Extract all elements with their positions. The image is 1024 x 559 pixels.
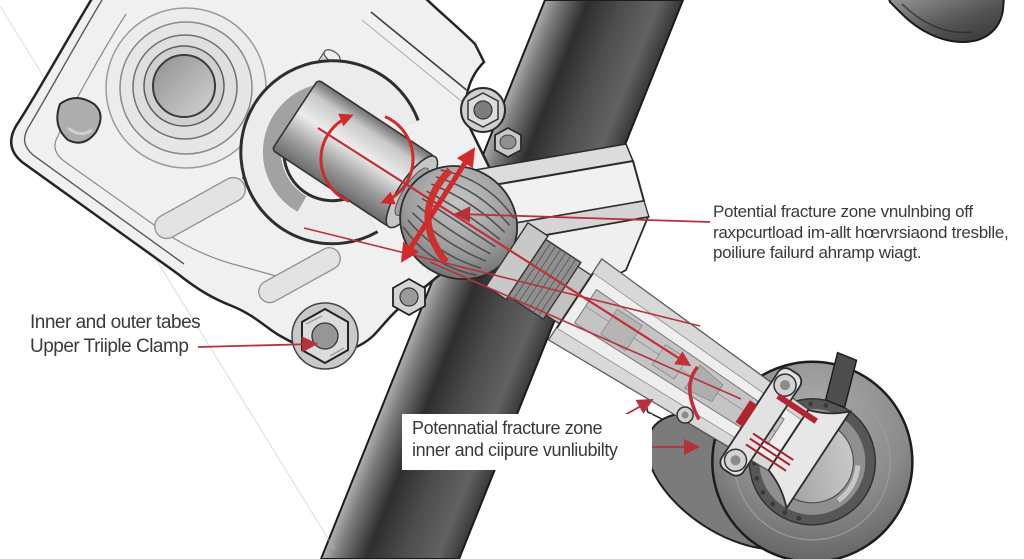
- pinch-slot: [824, 351, 858, 409]
- pocket: [258, 246, 341, 304]
- load-path-arrow: [317, 127, 692, 367]
- pocket: [154, 176, 246, 240]
- leader-upper-clamp: [197, 336, 319, 353]
- plate-edge-line: [23, 0, 185, 265]
- handlebar-stub: [888, 0, 1005, 44]
- label-line: inner and ciipure vunliubilty: [412, 439, 618, 460]
- spacer-rings: [485, 221, 593, 325]
- stress-double-arrow-icon: [400, 147, 476, 263]
- label-line: raxpcurtload im-allt hœrvrsiaond tresbll…: [713, 222, 1009, 242]
- steering-stem-cutaway: [272, 80, 914, 559]
- clamp-nut-side: [494, 126, 522, 159]
- label-line: Inner and outer tabes: [30, 312, 201, 333]
- label-line: Potential fracture zone vnulnbing off: [713, 202, 973, 221]
- bearing-bore: [152, 54, 216, 118]
- label-fracture-zone-top: Potential fracture zone vnulnbing off ra…: [713, 202, 1024, 264]
- clamp-nut-small: [392, 277, 426, 317]
- clamp-nut-lower: [291, 302, 359, 370]
- bearing-boss: [105, 7, 267, 169]
- clamp-bolt-top: [460, 87, 506, 133]
- leader-upper-fracture: [453, 206, 711, 223]
- fracture-stripes: [735, 393, 818, 472]
- yoke-clamp: [239, 59, 420, 246]
- label-fracture-zone-bottom: Potennatial fracture zone inner and ciip…: [402, 414, 652, 470]
- stem-shell: [547, 258, 853, 511]
- label-line: Potennatial fracture zone: [412, 418, 603, 438]
- axis-line-1: [303, 227, 701, 327]
- label-line: Upper Triiple Clamp: [30, 336, 189, 357]
- fracture-arc: [688, 365, 701, 421]
- red-annotations: [197, 113, 742, 456]
- spline-arc-highlight: [424, 167, 453, 265]
- label-upper-triple-clamp: Inner and outer tabes Upper Triiple Clam…: [30, 311, 201, 359]
- plate-panel-line: [54, 13, 299, 283]
- stem-bell: [767, 408, 853, 511]
- label-line: poiliure failurd ahramp wiagt.: [713, 243, 922, 262]
- axis-line-2: [429, 261, 742, 400]
